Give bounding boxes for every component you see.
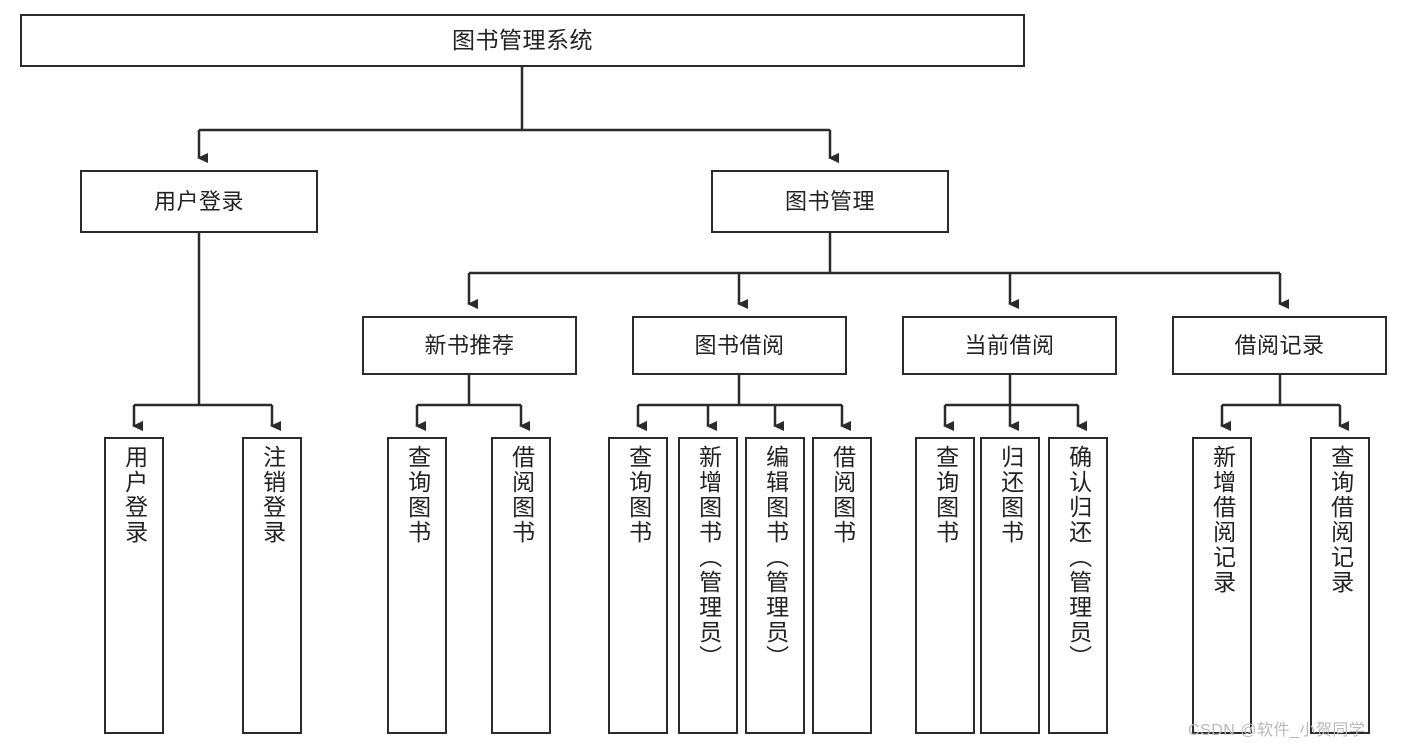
node-label: 图书借阅 [694,332,785,358]
node-label: 图书管理系统 [452,26,593,53]
node-label: 查询图书 [932,445,959,545]
node-label: 归还图书 [997,445,1024,545]
node-label: 新增图书（管理员） [695,445,722,670]
node-new-book-recommend[interactable]: 新书推荐 [362,316,577,375]
leaf-newbook-borrow-book[interactable]: 借阅图书 [491,437,551,734]
leaf-record-query-record[interactable]: 查询借阅记录 [1310,437,1370,734]
leaf-record-add-record[interactable]: 新增借阅记录 [1192,437,1252,734]
node-label: 查询图书 [404,445,431,545]
node-label: 查询借阅记录 [1327,445,1354,595]
leaf-borrow-add-book[interactable]: 新增图书（管理员） [678,437,738,734]
leaf-newbook-query-book[interactable]: 查询图书 [387,437,447,734]
node-label: 用户登录 [153,188,244,214]
node-label: 确认归还（管理员） [1065,445,1092,670]
node-label: 新增借阅记录 [1209,445,1236,595]
node-label: 新书推荐 [424,332,515,358]
leaf-current-query-book[interactable]: 查询图书 [915,437,975,734]
leaf-current-return-book[interactable]: 归还图书 [980,437,1040,734]
leaf-logout[interactable]: 注销登录 [242,437,302,734]
node-user-login[interactable]: 用户登录 [80,170,318,233]
node-root-system[interactable]: 图书管理系统 [20,14,1025,67]
node-book-borrow[interactable]: 图书借阅 [632,316,847,375]
node-label: 借阅记录 [1234,332,1325,358]
leaf-user-login[interactable]: 用户登录 [104,437,164,734]
node-label: 用户登录 [121,445,148,545]
node-label: 查询图书 [625,445,652,545]
leaf-borrow-edit-book[interactable]: 编辑图书（管理员） [745,437,805,734]
leaf-borrow-query-book[interactable]: 查询图书 [608,437,668,734]
leaf-borrow-borrow-book[interactable]: 借阅图书 [812,437,872,734]
node-book-management[interactable]: 图书管理 [711,170,949,233]
node-label: 当前借阅 [964,332,1055,358]
node-current-borrow[interactable]: 当前借阅 [902,316,1117,375]
node-label: 借阅图书 [508,445,535,545]
leaf-current-confirm-return[interactable]: 确认归还（管理员） [1048,437,1108,734]
node-label: 图书管理 [784,188,875,214]
node-label: 注销登录 [259,445,286,545]
node-label: 借阅图书 [829,445,856,545]
watermark: CSDN @软件_小贺同学 [1188,722,1366,739]
node-borrow-record[interactable]: 借阅记录 [1172,316,1387,375]
node-label: 编辑图书（管理员） [762,445,789,670]
